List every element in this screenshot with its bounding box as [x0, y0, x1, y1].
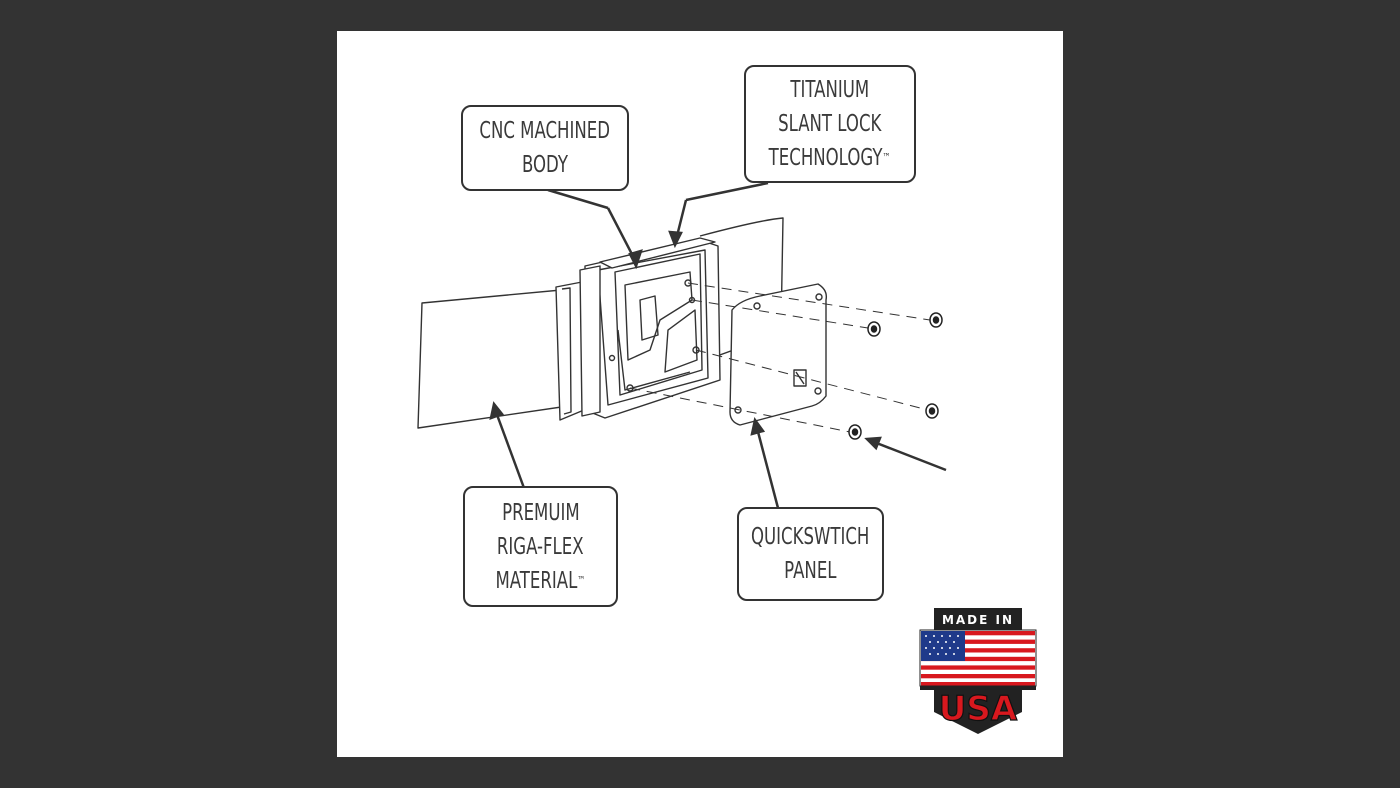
callout-line: BODY: [521, 152, 569, 178]
made-in-usa-badge: MADE IN USA: [919, 608, 1037, 734]
callout-line: TITANIUM: [790, 77, 870, 103]
callout-line: TECHNOLOGY: [769, 145, 883, 171]
callout-line: PREMUIM: [501, 499, 580, 526]
callout-premium-material: PREMUIM RIGA-FLEX MATERIAL™: [463, 486, 618, 607]
badge-top-text: MADE IN: [942, 613, 1014, 627]
quickswitch-panel: [729, 283, 828, 426]
callout-line: CNC MACHINED: [479, 118, 611, 144]
screws: [848, 312, 943, 440]
callout-line: QUICKSWTICH: [751, 524, 870, 550]
usa-flag-icon: [919, 629, 1037, 687]
callout-line: MATERIAL: [495, 567, 578, 594]
callout-line-with-tm: TECHNOLOGY™: [769, 141, 891, 175]
callout-quickswitch-panel: QUICKSWTICH PANEL: [737, 507, 884, 601]
callout-line-with-tm: MATERIAL™: [496, 564, 586, 598]
slant-lock-plate: [599, 237, 716, 269]
trademark-symbol: ™: [882, 151, 891, 164]
badge-usa-text: USA: [939, 689, 1018, 729]
callout-line: SLANT LOCK: [778, 111, 882, 137]
callout-titanium-slant-lock: TITANIUM SLANT LOCK TECHNOLOGY™: [744, 65, 916, 183]
callout-cnc-machined-body: CNC MACHINED BODY: [461, 105, 629, 191]
trademark-symbol: ™: [577, 573, 586, 587]
logo-mark-icon: [793, 369, 807, 387]
callout-line: RIGA-FLEX: [497, 533, 584, 560]
callout-line: PANEL: [784, 558, 837, 584]
